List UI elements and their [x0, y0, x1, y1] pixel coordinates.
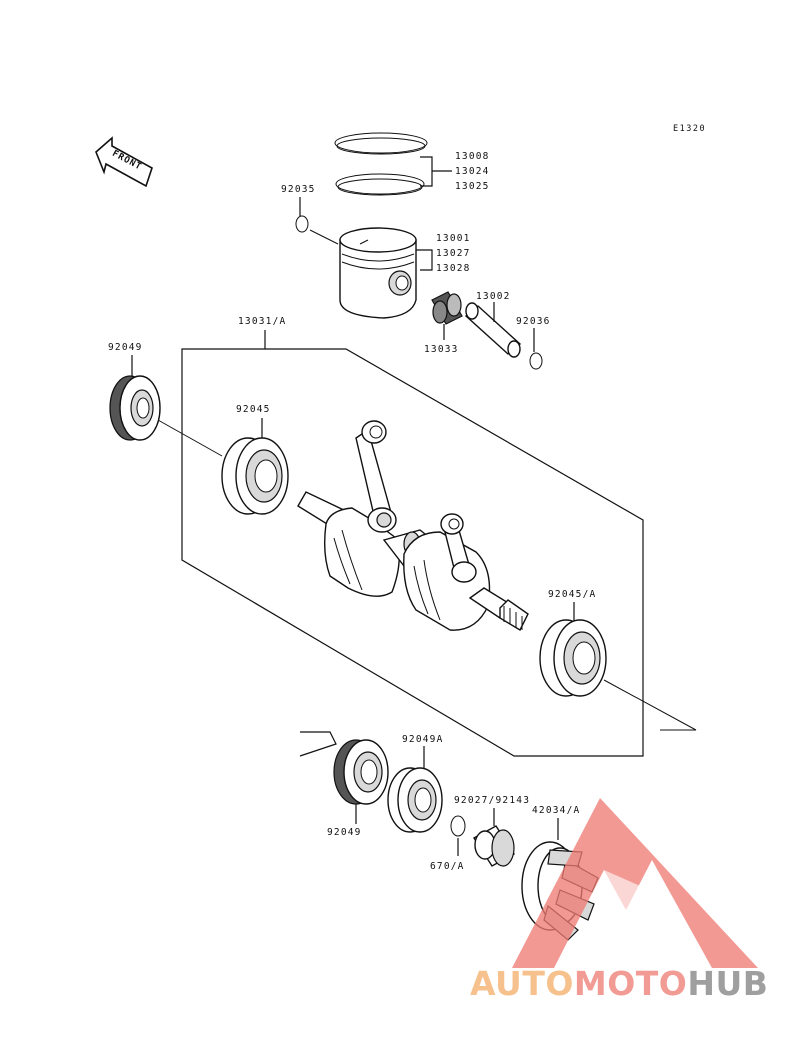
label-13033: 13033 — [424, 344, 459, 355]
label-13028: 13028 — [436, 263, 471, 274]
seal-bottom-right — [387, 767, 443, 833]
piston-pin — [464, 302, 522, 358]
label-13001: 13001 — [436, 233, 471, 244]
label-92036: 92036 — [516, 316, 551, 327]
label-92045a: 92045/A — [548, 589, 596, 600]
label-92049a: 92049A — [402, 734, 444, 745]
piston — [339, 227, 417, 319]
collar — [473, 825, 515, 867]
label-13027: 13027 — [436, 248, 471, 259]
piston-rings — [334, 132, 428, 196]
label-92035: 92035 — [281, 184, 316, 195]
label-13031a: 13031/A — [238, 316, 286, 327]
label-92049-bottom: 92049 — [327, 827, 362, 838]
watermark-auto: AUTO — [470, 964, 574, 1003]
label-13024: 13024 — [455, 166, 490, 177]
label-92045: 92045 — [236, 404, 271, 415]
watermark-text: AUTOMOTOHUB — [470, 964, 768, 1003]
crankshaft — [297, 420, 529, 631]
bearing-right — [539, 619, 607, 697]
label-13025: 13025 — [455, 181, 490, 192]
seal-bottom-left — [333, 739, 389, 805]
ring-670a — [450, 815, 466, 837]
diagram-code: E1320 — [673, 124, 706, 134]
circlip-left — [295, 215, 309, 233]
label-92027-92143: 92027/92143 — [454, 795, 530, 806]
label-13002: 13002 — [476, 291, 511, 302]
label-42034a: 42034/A — [532, 805, 580, 816]
oil-seal-top — [109, 375, 161, 441]
front-arrow-icon: FRONT — [95, 136, 153, 188]
label-13008: 13008 — [455, 151, 490, 162]
label-670a: 670/A — [430, 861, 465, 872]
label-92049-top: 92049 — [108, 342, 143, 353]
watermark-moto: MOTO — [574, 964, 687, 1003]
watermark-hub: HUB — [687, 964, 768, 1003]
bearing-left — [221, 437, 289, 515]
needle-bearing — [431, 291, 463, 325]
circlip-right — [529, 352, 543, 370]
watermark-logo: AUTOMOTOHUB — [470, 798, 768, 1003]
